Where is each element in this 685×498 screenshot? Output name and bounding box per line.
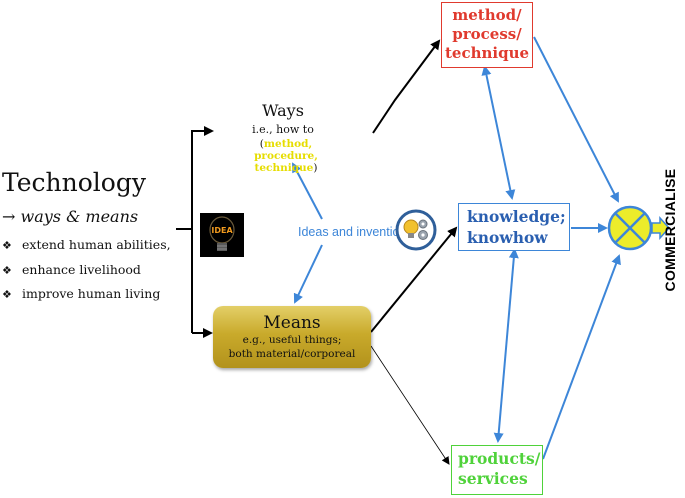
products-services-box: products/ services <box>451 445 543 495</box>
means-title: Means <box>263 313 321 333</box>
lightbulb-gears-icon <box>395 209 437 251</box>
bullet-item: ❖enhance livelihood <box>2 262 141 277</box>
ways-items: (method, procedure, technique) <box>254 138 318 174</box>
arrow-knowledge-products <box>493 248 519 443</box>
knowledge-line-2: knowhow <box>467 228 548 247</box>
output-arrow-icon <box>651 216 671 240</box>
ideas-and-inventions-label: Ideas and inventions <box>298 225 413 239</box>
diamond-bullet-icon: ❖ <box>2 288 12 301</box>
bullet-item: ❖extend human abilities, <box>2 237 171 252</box>
arrow-method-to-circle <box>533 36 619 203</box>
ways-means-label: → ways & means <box>2 207 139 226</box>
arrow-method-knowledge <box>481 65 516 200</box>
technology-title: Technology <box>2 168 146 197</box>
method-process-technique-box: method/ process/ technique <box>441 2 533 68</box>
products-line-1: products/ <box>458 449 541 468</box>
arrow-ideas-to-means <box>293 244 323 304</box>
method-line-3: technique <box>444 44 530 62</box>
commercialise-label: COMMERCIALISE <box>662 168 678 292</box>
commercialise-circle <box>607 205 653 251</box>
diamond-bullet-icon: ❖ <box>2 264 12 277</box>
arrow-products-to-circle <box>542 254 621 460</box>
ways-subtitle: i.e., how to <box>252 123 314 136</box>
knowledge-knowhow-box: knowledge; knowhow <box>458 203 570 251</box>
arrow-means-to-products <box>370 345 450 465</box>
idea-bulb-text: IDEA <box>211 226 233 235</box>
products-line-2: services <box>458 469 528 488</box>
method-line-2: process/ <box>452 25 522 43</box>
arrow-ways-to-method <box>372 39 441 134</box>
ways-title: Ways <box>262 101 304 120</box>
method-line-1: method/ <box>452 6 522 24</box>
means-box <box>213 306 371 368</box>
diamond-bullet-icon: ❖ <box>2 239 12 252</box>
knowledge-line-1: knowledge; <box>467 207 566 226</box>
idea-lightbulb-icon: IDEA <box>200 213 244 257</box>
arrow-means-to-knowledge <box>370 226 458 333</box>
tech-bracket <box>176 126 214 338</box>
bullet-item: ❖improve human living <box>2 286 161 301</box>
means-subtitle-1: e.g., useful things; <box>242 334 342 346</box>
means-subtitle-2: both material/corporeal <box>228 348 356 360</box>
arrow-ideas-to-ways <box>292 162 323 220</box>
